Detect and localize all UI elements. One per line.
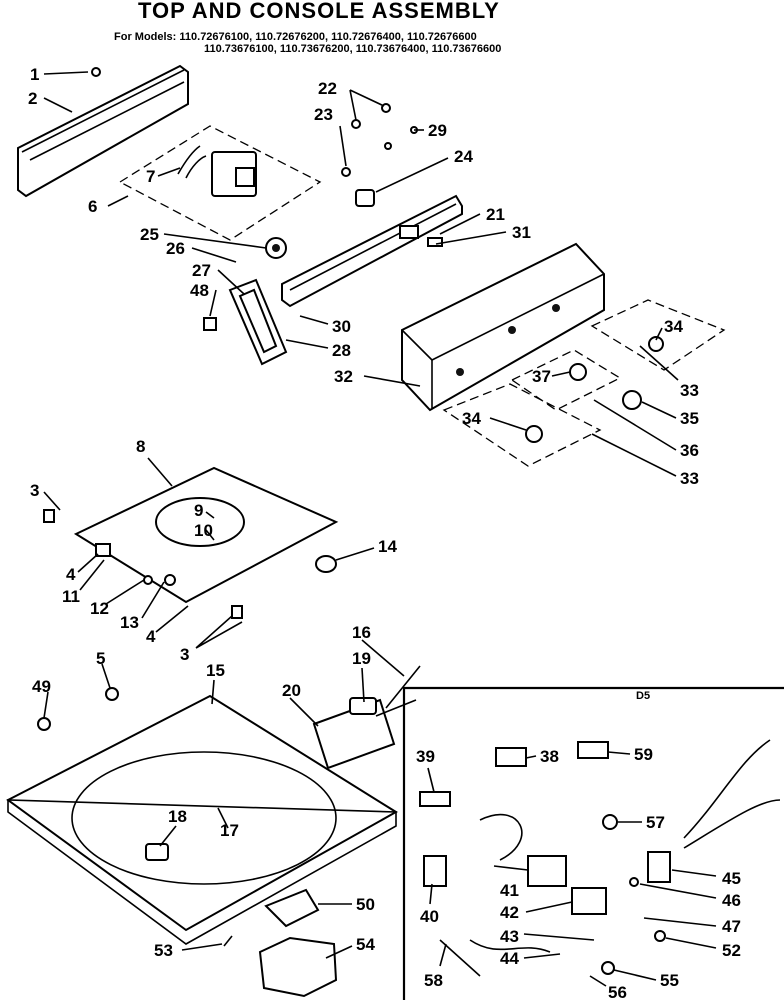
callout-59: 59 bbox=[634, 745, 653, 764]
part-nut-48 bbox=[203, 317, 217, 331]
part-rear-panel bbox=[17, 64, 189, 198]
callout-25: 25 bbox=[140, 225, 159, 244]
callout-40: 40 bbox=[420, 907, 439, 926]
diagram-title: TOP AND CONSOLE ASSEMBLY bbox=[138, 0, 500, 23]
callout-57: 57 bbox=[646, 813, 665, 832]
callout-24: 24 bbox=[454, 147, 473, 166]
model-list-line-1: For Models: 110.72676100, 110.72676200, … bbox=[114, 31, 477, 43]
part-panel-33-right bbox=[590, 299, 726, 371]
part-wire-clip-7 bbox=[177, 145, 207, 179]
callout-52: 52 bbox=[722, 941, 741, 960]
part-screw-1 bbox=[91, 67, 101, 77]
callout-13: 13 bbox=[120, 613, 139, 632]
callout-labels: 1 2 6 7 22 23 29 24 21 31 25 26 27 48 30… bbox=[28, 65, 741, 1000]
callout-20: 20 bbox=[282, 681, 301, 700]
part-switch-24 bbox=[355, 189, 375, 207]
callout-33-left: 33 bbox=[680, 469, 699, 488]
callout-41: 41 bbox=[500, 881, 519, 900]
part-panel-33-left bbox=[442, 383, 602, 467]
callout-31: 31 bbox=[512, 223, 531, 242]
callout-3-bottom: 3 bbox=[180, 645, 189, 664]
callout-50: 50 bbox=[356, 895, 375, 914]
part-bin-54 bbox=[258, 936, 338, 998]
callout-15: 15 bbox=[206, 661, 225, 680]
callout-55: 55 bbox=[660, 971, 679, 990]
part-knob-25 bbox=[265, 237, 287, 259]
callout-16: 16 bbox=[352, 623, 371, 642]
callout-58: 58 bbox=[424, 971, 443, 990]
callout-47: 47 bbox=[722, 917, 741, 936]
callout-10: 10 bbox=[194, 521, 213, 540]
callout-54: 54 bbox=[356, 935, 375, 954]
callout-32: 32 bbox=[334, 367, 353, 386]
callout-4-right: 4 bbox=[146, 627, 156, 646]
callout-8: 8 bbox=[136, 437, 145, 456]
model-list-line-2: 110.73676100, 110.73676200, 110.73676400… bbox=[204, 43, 502, 55]
callout-17: 17 bbox=[220, 821, 239, 840]
callout-29: 29 bbox=[428, 121, 447, 140]
callout-33-right: 33 bbox=[680, 381, 699, 400]
part-washer-top-15 bbox=[6, 694, 398, 945]
callout-44: 44 bbox=[500, 949, 519, 968]
part-nut-5 bbox=[105, 687, 119, 701]
callout-4-left: 4 bbox=[66, 565, 76, 584]
callout-3-top: 3 bbox=[30, 481, 39, 500]
callout-30: 30 bbox=[332, 317, 351, 336]
callout-23: 23 bbox=[314, 105, 333, 124]
callout-39: 39 bbox=[416, 747, 435, 766]
part-panel-36 bbox=[510, 349, 622, 411]
callout-34-left: 34 bbox=[462, 409, 481, 428]
callout-38: 38 bbox=[540, 747, 559, 766]
callout-48: 48 bbox=[190, 281, 209, 300]
callout-35: 35 bbox=[680, 409, 699, 428]
callout-9: 9 bbox=[194, 501, 203, 520]
callout-7: 7 bbox=[146, 167, 155, 186]
part-pad-50 bbox=[264, 888, 320, 928]
callout-21: 21 bbox=[486, 205, 505, 224]
electrical-inset-frame bbox=[402, 686, 784, 1000]
part-timer-motor bbox=[211, 151, 257, 197]
callout-22: 22 bbox=[318, 79, 337, 98]
part-foot-14 bbox=[315, 555, 337, 573]
callout-6: 6 bbox=[88, 197, 97, 216]
callout-46: 46 bbox=[722, 891, 741, 910]
callout-28: 28 bbox=[332, 341, 351, 360]
callout-56: 56 bbox=[608, 983, 627, 1000]
callout-53: 53 bbox=[154, 941, 173, 960]
callout-14: 14 bbox=[378, 537, 397, 556]
part-console-housing bbox=[401, 242, 605, 412]
diagram-code: D5 bbox=[636, 690, 651, 702]
callout-19: 19 bbox=[352, 649, 371, 668]
callout-36: 36 bbox=[680, 441, 699, 460]
part-switch-19 bbox=[349, 697, 377, 715]
part-hinge-18 bbox=[145, 843, 169, 861]
callout-43: 43 bbox=[500, 927, 519, 946]
part-clip-53 bbox=[223, 935, 233, 947]
part-hinge-set bbox=[43, 509, 243, 619]
callout-34-right: 34 bbox=[664, 317, 683, 336]
part-knob-35 bbox=[622, 390, 642, 410]
callout-1: 1 bbox=[30, 65, 39, 84]
callout-12: 12 bbox=[90, 599, 109, 618]
callout-45: 45 bbox=[722, 869, 741, 888]
part-nut-49 bbox=[37, 717, 51, 731]
callout-26: 26 bbox=[166, 239, 185, 258]
part-harness-connectors bbox=[419, 739, 781, 977]
callout-18: 18 bbox=[168, 807, 187, 826]
part-bracket-27 bbox=[228, 278, 288, 366]
callout-49: 49 bbox=[32, 677, 51, 696]
part-screws-22 bbox=[341, 103, 418, 177]
leader-lines bbox=[43, 71, 717, 987]
callout-27: 27 bbox=[192, 261, 211, 280]
callout-37: 37 bbox=[532, 367, 551, 386]
callout-42: 42 bbox=[500, 903, 519, 922]
callout-2: 2 bbox=[28, 89, 37, 108]
part-mounting-plate bbox=[118, 125, 322, 241]
part-console-bracket bbox=[281, 194, 463, 308]
callout-5: 5 bbox=[96, 649, 105, 668]
callout-11: 11 bbox=[62, 587, 80, 606]
